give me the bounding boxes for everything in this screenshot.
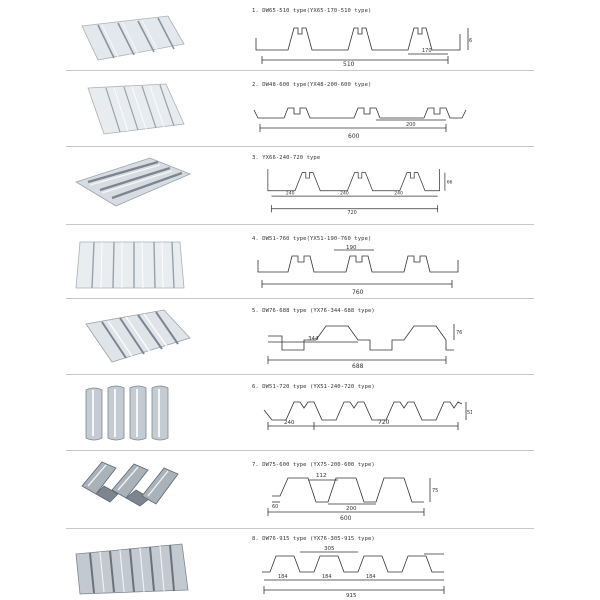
profile-drawing-6: 240 720 51 xyxy=(263,401,472,430)
product-title: 7. DW75-600 type (YX75-200-600 type) xyxy=(252,462,375,468)
section-divider xyxy=(66,298,534,299)
dimension-label: 510 xyxy=(343,61,355,68)
profile-drawing-8: 305 184 184 184 915 xyxy=(262,546,445,598)
dimension-label: 305 xyxy=(324,546,335,552)
dimension-label: 240 xyxy=(340,190,349,196)
dimension-label: 51 xyxy=(467,410,472,416)
product-photo-3 xyxy=(75,157,192,207)
dimension-label: 65 xyxy=(469,38,472,44)
product-photo-4 xyxy=(75,241,185,289)
dimension-label: 184 xyxy=(366,574,376,580)
dimension-label: 915 xyxy=(346,593,357,598)
product-title: 6. DW51-720 type (YX51-240-720 type) xyxy=(252,384,375,390)
profile-drawing-5: 344 688 76 xyxy=(267,324,462,370)
section-divider xyxy=(66,528,534,529)
profile-drawing-7: 112 200 600 75 60 xyxy=(267,473,438,522)
dimension-label: 344 xyxy=(308,336,319,342)
section-divider xyxy=(66,146,534,147)
product-photo-6 xyxy=(85,385,169,441)
product-photo-7 xyxy=(81,461,179,507)
section-divider xyxy=(66,70,534,71)
product-title: 8. DW76-915 type (YX76-305-915 type) xyxy=(252,536,375,542)
dimension-label: 760 xyxy=(352,289,364,296)
product-photo-2 xyxy=(87,83,185,135)
dimension-label: 112 xyxy=(316,473,327,479)
profile-drawing-4: 190 760 xyxy=(257,245,459,296)
dimension-label: 720 xyxy=(378,419,390,426)
section-divider xyxy=(66,374,534,375)
dimension-label: 170 xyxy=(422,48,432,54)
product-title: 2. DW48-600 type(YX48-200-600 type) xyxy=(252,82,372,88)
dimension-label: 190 xyxy=(346,245,357,251)
dimension-label: 184 xyxy=(322,574,332,580)
dimension-label: 720 xyxy=(347,210,356,216)
profile-drawing-2: 600 200 xyxy=(253,107,467,140)
dimension-label: 76 xyxy=(456,330,462,336)
dimension-label: 75 xyxy=(432,488,438,494)
section-divider xyxy=(66,224,534,225)
profile-drawing-3: 240 240 240 720 66 xyxy=(267,169,453,216)
dimension-label: 600 xyxy=(348,133,360,140)
product-title: 3. YX66-240-720 type xyxy=(252,155,321,161)
profile-drawing-1: 510 170 65 xyxy=(255,27,472,68)
dimension-label: 688 xyxy=(352,363,364,370)
product-title: 4. DW51-760 type(YX51-190-760 type) xyxy=(252,236,372,242)
product-title: 5. DW76-688 type (YX76-344-688 type) xyxy=(252,308,375,314)
product-title: 1. DW65-510 type(YX65-170-510 type) xyxy=(252,8,372,14)
dimension-label: 240 xyxy=(394,190,403,196)
product-photo-1 xyxy=(81,15,185,61)
dimension-label: 60 xyxy=(272,504,278,510)
dimension-label: 184 xyxy=(278,574,288,580)
product-photo-5 xyxy=(85,309,191,363)
dimension-label: 600 xyxy=(340,515,352,522)
dimension-label: 200 xyxy=(346,506,357,512)
dimension-label: 66 xyxy=(447,179,453,185)
section-divider xyxy=(66,450,534,451)
dimension-label: 200 xyxy=(406,122,416,128)
dimension-label: 240 xyxy=(284,420,295,426)
dimension-label: 240 xyxy=(286,190,295,196)
product-photo-8 xyxy=(75,543,189,595)
